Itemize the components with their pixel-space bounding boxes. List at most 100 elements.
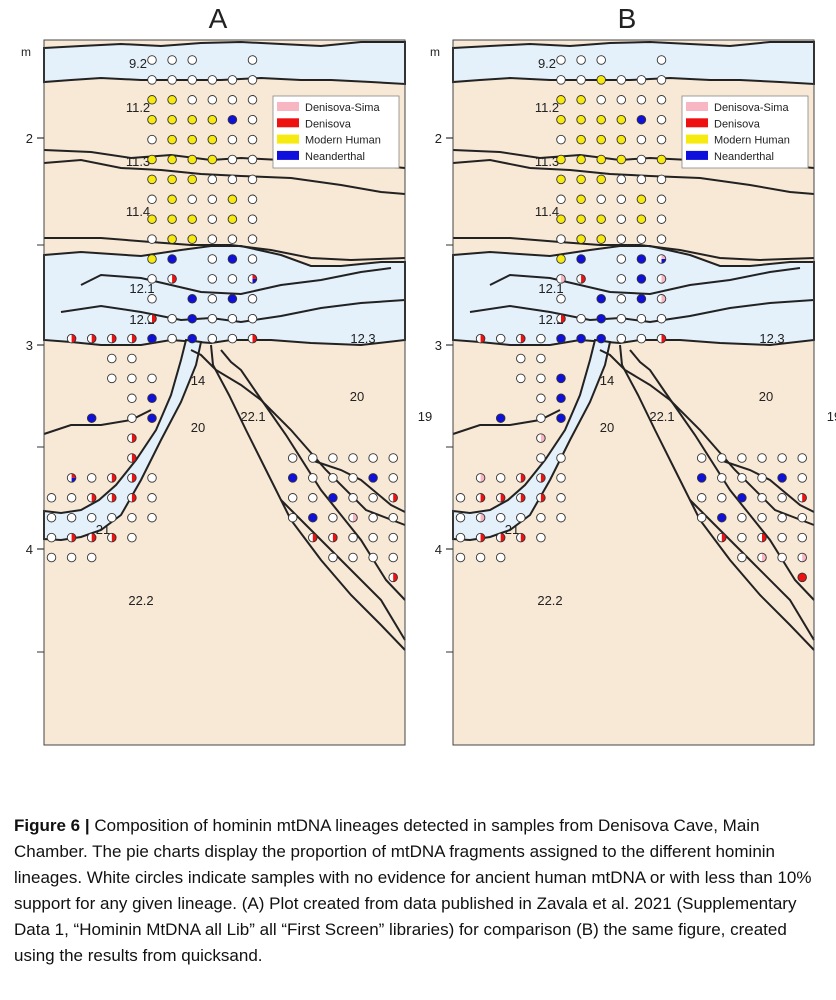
sample-pie-wedge [111, 533, 117, 542]
sample-empty [147, 194, 157, 205]
sample-pie-wedge [520, 334, 526, 343]
sample-empty [66, 552, 77, 563]
sample-empty [147, 493, 157, 503]
layer-label: 21 [96, 522, 110, 537]
sample-pie [717, 512, 727, 523]
sample-pie [147, 114, 157, 125]
sample-pie [616, 134, 627, 145]
sample-empty [656, 174, 667, 185]
sample-empty [247, 174, 258, 185]
sample-pie [576, 174, 586, 185]
sample-pie [636, 194, 647, 205]
sample-empty [207, 313, 218, 324]
sample-pie-wedge [332, 533, 338, 542]
sample-pie-wedge [71, 334, 76, 343]
sample-empty [247, 313, 258, 324]
layer-boundary [629, 349, 815, 601]
sample-pie-wedge [111, 473, 117, 483]
sample-pie [596, 313, 606, 324]
sample-empty [107, 353, 117, 364]
sample-empty [348, 552, 358, 563]
sample-empty [797, 532, 807, 543]
sample-pie [187, 333, 197, 344]
sample-pie-wedge [520, 473, 526, 483]
caption-text: Composition of hominin mtDNA lineages de… [14, 816, 812, 965]
sample-pie [556, 95, 566, 105]
sample-empty [717, 493, 727, 503]
sample-pie-wedge [762, 533, 767, 542]
sample-pie-wedge [540, 493, 546, 503]
sample-empty [167, 75, 177, 85]
layer-label: 20 [600, 420, 614, 435]
sample-pie [167, 154, 177, 165]
sample-empty [207, 194, 218, 205]
legend-swatch [277, 150, 299, 160]
sample-pie [227, 294, 238, 304]
sample-empty [616, 274, 627, 284]
layer-label: 19 [827, 409, 836, 424]
sample-pie-outline [308, 532, 318, 543]
sample-empty [536, 532, 546, 543]
legend-swatch [686, 150, 708, 160]
sample-empty [147, 512, 157, 523]
legend-label: Neanderthal [305, 151, 365, 163]
sample-empty [556, 294, 566, 304]
sample-empty [516, 512, 526, 523]
depth-tick-label: 2 [26, 131, 33, 146]
sample-empty [86, 552, 97, 563]
layer-boundary [60, 299, 406, 324]
sample-empty [556, 473, 566, 483]
sample-empty [66, 512, 77, 523]
layer-9-2 [43, 40, 406, 86]
sample-pie-wedge [661, 259, 666, 264]
sample-empty [536, 393, 546, 404]
legend-label: Denisova-Sima [305, 102, 380, 114]
sample-empty [777, 512, 787, 523]
sample-pie-wedge [661, 334, 666, 343]
section-frame [452, 39, 815, 746]
sample-empty [455, 493, 466, 503]
sample-empty [556, 512, 566, 523]
legend-swatch [277, 134, 299, 144]
sample-pie-wedge [721, 533, 727, 542]
sample-pie [167, 95, 177, 105]
sample-empty [127, 413, 137, 423]
legend-label: Denisova [305, 118, 352, 130]
layer-label: 11.2 [126, 100, 150, 115]
sample-empty [328, 473, 338, 483]
sample-pie [187, 154, 197, 165]
sample-pie-outline [516, 532, 526, 543]
sample-pie [167, 114, 177, 125]
sample-pie [596, 174, 606, 185]
sample-empty [328, 512, 338, 523]
layer-boundary [452, 158, 815, 195]
layer-boundary [220, 349, 406, 601]
sample-empty [388, 552, 398, 563]
depth-tick-label: 3 [435, 338, 442, 353]
layer-boundary [452, 409, 561, 435]
sample-empty [167, 313, 177, 324]
sample-empty [516, 353, 526, 364]
sample-empty [147, 134, 157, 145]
sample-pie [368, 473, 378, 483]
sample-pie [147, 95, 157, 105]
sample-pie [147, 393, 157, 404]
sample-pie [227, 214, 238, 224]
sample-empty [757, 453, 767, 463]
sample-pie-wedge [172, 274, 177, 284]
layer-label: 22.2 [128, 593, 153, 608]
sample-pie-outline [247, 274, 258, 284]
sample-pie-outline [757, 532, 767, 543]
sample-pie-outline [475, 333, 486, 344]
sample-pie [167, 134, 177, 145]
sample-pie-outline [797, 493, 807, 503]
sample-empty [167, 333, 177, 344]
sample-empty [368, 552, 378, 563]
sample-pie-outline [475, 512, 486, 523]
figure-label: Figure 6 | [14, 816, 90, 835]
sample-pie [147, 413, 157, 423]
sample-pie [167, 234, 177, 244]
sample-pie-outline [536, 473, 546, 483]
sample-pie [636, 294, 647, 304]
